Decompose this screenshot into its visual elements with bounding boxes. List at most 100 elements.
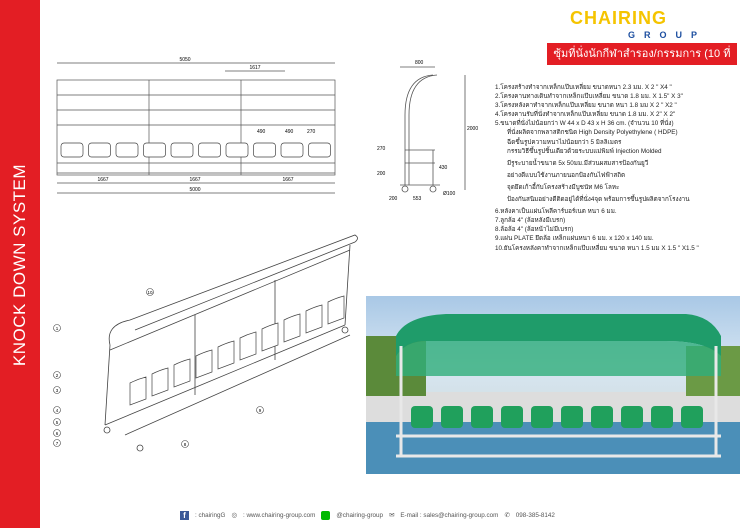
logo-subtext: GROUP <box>628 30 707 40</box>
callout-marker <box>53 386 61 394</box>
seat-icon <box>239 331 257 361</box>
dim-span: 553 <box>413 196 422 202</box>
spec-item: ที่นั่งผลิตจากพลาสติกชนิด High Density P… <box>507 129 678 137</box>
spec-item: มีรูระบายน้ำขนาด 5x 50มม.มีส่วนผสมสารป้อ… <box>507 159 649 167</box>
isometric-drawing: 1 2 3 4 5 6 7 8 9 10 <box>53 234 358 452</box>
seat-icon <box>60 142 84 158</box>
callout-number: 3 <box>56 388 59 393</box>
front-elevation-drawing: 5050 1617 490 490 270 1667 1667 1667 500… <box>56 57 336 194</box>
spec-item: 8.ล้อล้อ 4" (ล้อหน้าไม่มีเบรก) <box>495 226 574 234</box>
callout-marker <box>181 440 189 448</box>
spec-item: 9.แผ่น PLATE ยึดล้อ เหล็กแผ่นหนา 6 มม. x… <box>495 235 654 243</box>
callout-number: 1 <box>56 326 59 331</box>
callout-marker <box>53 429 61 437</box>
phone-number: 098-385-8142 <box>515 512 555 519</box>
facebook-link[interactable]: : chairingG <box>195 512 226 519</box>
spec-item: 5.ขนาดที่นั่งไม่น้อยกว่า W 44 x D 43 x H… <box>495 120 674 128</box>
callout-marker <box>53 406 61 414</box>
seat-icon <box>308 142 331 158</box>
product-title-banner: ซุ้มที่นั่งนักกีฬาสำรอง/กรรมการ (10 ที่น… <box>547 43 737 82</box>
spec-item: 4.โครงคานรับที่นั่งทำจากเหล็กแป๊บเหลี่ยม… <box>495 111 676 119</box>
dim-height: 2000 <box>467 126 478 132</box>
seat-icon <box>651 406 673 428</box>
seat-icon <box>471 406 493 428</box>
callout-number: 9 <box>259 408 262 413</box>
globe-icon: ◎ <box>231 512 237 519</box>
seat-icon <box>501 406 523 428</box>
logo: CHAIRING GROUP <box>560 8 735 40</box>
line-icon <box>321 511 331 520</box>
seat-icon <box>253 142 276 158</box>
callout-number: 4 <box>56 408 59 413</box>
spec-item: 3.โครงหลังคาทำจากเหล็กแป๊บเหลี่ยม ขนาด ห… <box>495 102 677 110</box>
callout-number: 7 <box>56 441 59 446</box>
seat-icon <box>115 142 139 158</box>
dim-seat-back: 270 <box>377 146 386 152</box>
callout-number: 8 <box>184 442 187 447</box>
seat-icon <box>531 406 553 428</box>
website-link[interactable]: : www.chairing-group.com <box>242 512 316 519</box>
phone-icon: ✆ <box>504 512 510 519</box>
callout-number: 2 <box>56 373 59 378</box>
side-elevation-drawing: 800 2000 270 200 430 200 553 Ø100 <box>377 60 478 202</box>
seat-icon <box>151 367 169 397</box>
spec-item: 1.โครงสร้างทำจากเหล็กแป๊บเหลี่ยม ขนาดหนา… <box>495 84 672 91</box>
spec-list: 1.โครงสร้างทำจากเหล็กแป๊บเหลี่ยม ขนาดหนา… <box>495 83 747 253</box>
mail-icon: ✉ <box>389 512 395 519</box>
callout-number: 6 <box>56 431 59 436</box>
dim-seat-a: 490 <box>257 129 266 135</box>
seat-icon <box>621 406 643 428</box>
dim-wheel: Ø100 <box>443 191 455 197</box>
dim-total-bottom: 5000 <box>189 187 200 193</box>
seat-icon <box>283 313 301 343</box>
callout-marker <box>53 324 61 332</box>
seat-icon <box>327 295 345 325</box>
logo-text: CHAIRING <box>570 8 667 28</box>
email-link[interactable]: E-mail : sales@chairing-group.com <box>400 512 499 519</box>
line-id[interactable]: @chairing-group <box>336 512 384 519</box>
callout-marker <box>256 406 264 414</box>
seat-icon <box>198 142 221 158</box>
seat-icon <box>225 142 249 158</box>
spec-item: 10.ยันโครงหลังคาทำจากเหล็กแป๊บเหลี่ยม ขน… <box>495 244 699 252</box>
callout-marker <box>146 288 154 296</box>
dim-seat-b: 490 <box>285 129 294 135</box>
seat-icon <box>411 406 433 428</box>
seat-icon <box>217 340 235 370</box>
spec-item: อย่างดีแบบใช้งานภายนอกป้องกันไฟฟ้าสถิต <box>507 171 626 179</box>
facebook-icon: f <box>180 511 189 520</box>
seat-icon <box>143 142 166 158</box>
dim-seat-c: 270 <box>307 129 316 135</box>
seat-icon <box>591 406 613 428</box>
seat-icon <box>305 304 323 334</box>
seat-icon <box>280 142 304 158</box>
spec-item: 7.ลูกล้อ 4" (ล้อหลังมีเบรก) <box>495 217 566 225</box>
dim-roof-section: 1617 <box>249 65 260 71</box>
dim-bay-2: 1667 <box>189 177 200 183</box>
product-photo <box>366 296 740 474</box>
callout-number: 5 <box>56 420 59 425</box>
dim-seat-height: 200 <box>377 171 386 177</box>
spec-item: 2.โครงคานทางเดินทำจากเหล็กแป๊บเหลี่ยม ขน… <box>495 93 683 101</box>
seat-icon <box>681 406 703 428</box>
seat-icon <box>173 358 191 388</box>
seat-icon <box>261 322 279 352</box>
dim-base: 200 <box>389 196 398 202</box>
dim-seat-top: 430 <box>439 165 448 171</box>
callout-number: 10 <box>147 290 153 295</box>
seat-icon <box>88 142 111 158</box>
dim-bay-3: 1667 <box>282 177 293 183</box>
seat-icon <box>441 406 463 428</box>
seat-icon <box>195 349 213 379</box>
callout-marker <box>53 439 61 447</box>
callout-marker <box>53 371 61 379</box>
callout-marker <box>53 418 61 426</box>
seat-icon <box>561 406 583 428</box>
dim-total-top: 5050 <box>179 57 190 63</box>
dim-depth: 800 <box>415 60 424 66</box>
spec-item: ป้องกันสนิมอย่างดีติดอยู่ได้ที่นั่ง4จุด … <box>507 196 690 204</box>
sidebar: KNOCK DOWN SYSTEM <box>0 0 40 528</box>
footer-contacts: f : chairingG ◎ : www.chairing-group.com… <box>180 511 555 520</box>
spec-item: จุดยึดเก้าอี้กับโครงสร้างมีบูชนัท M6 โลห… <box>507 183 620 191</box>
sidebar-title: KNOCK DOWN SYSTEM <box>10 163 29 367</box>
